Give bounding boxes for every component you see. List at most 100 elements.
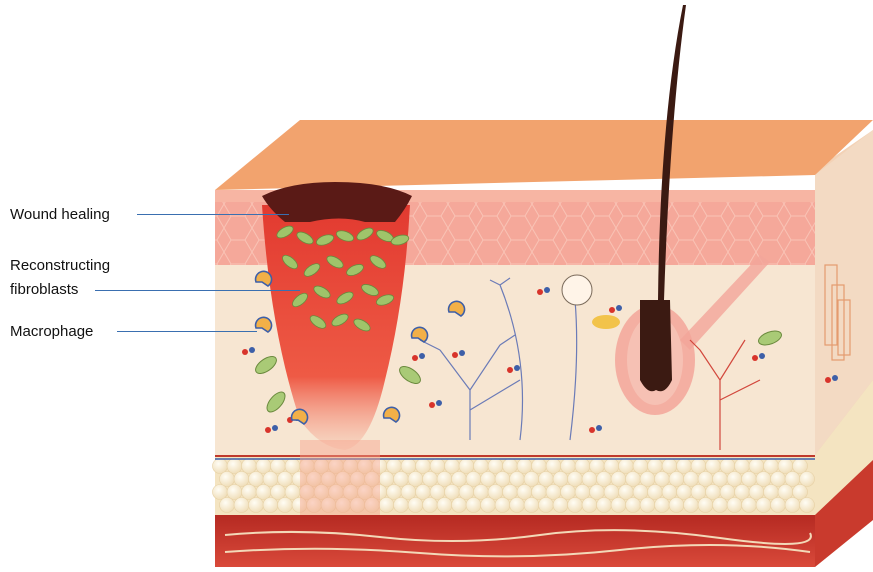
- fat-cell: [408, 498, 423, 513]
- fat-cell: [713, 498, 728, 513]
- fat-cell: [408, 472, 423, 487]
- fat-cell: [285, 459, 300, 474]
- fat-cell: [488, 459, 503, 474]
- fat-cell: [220, 472, 235, 487]
- fat-cell: [220, 498, 235, 513]
- fat-cell: [430, 485, 445, 500]
- fat-cell: [227, 485, 242, 500]
- fat-cell: [213, 485, 228, 500]
- fat-cell: [510, 498, 525, 513]
- fat-cell: [604, 485, 619, 500]
- fat-cell: [764, 459, 779, 474]
- red-blood-cell: [589, 427, 595, 433]
- fat-cell: [669, 498, 684, 513]
- fat-cell: [756, 472, 771, 487]
- fat-cell: [481, 472, 496, 487]
- fat-cell: [582, 498, 597, 513]
- fat-cell: [706, 485, 721, 500]
- fat-cell: [785, 472, 800, 487]
- fat-cell: [611, 472, 626, 487]
- fat-cell: [452, 498, 467, 513]
- fat-cell: [423, 498, 438, 513]
- fat-cell: [582, 472, 597, 487]
- fat-cell: [655, 472, 670, 487]
- fat-cell: [756, 498, 771, 513]
- callout-line-wound-healing: [137, 214, 289, 215]
- fat-cell: [655, 498, 670, 513]
- red-blood-cell: [265, 427, 271, 433]
- wound-scab: [262, 182, 412, 222]
- blue-blood-cell: [272, 425, 278, 431]
- callout-line-macrophage: [117, 331, 257, 332]
- fat-cell: [590, 459, 605, 474]
- fat-cell: [242, 459, 257, 474]
- fat-cell: [706, 459, 721, 474]
- blue-blood-cell: [596, 425, 602, 431]
- fat-cell: [379, 498, 394, 513]
- fat-cell: [575, 485, 590, 500]
- fat-cell: [619, 485, 634, 500]
- red-blood-cell: [752, 355, 758, 361]
- fat-cell: [495, 472, 510, 487]
- red-blood-cell: [537, 289, 543, 295]
- fat-cell: [677, 485, 692, 500]
- fat-cell: [727, 498, 742, 513]
- fat-cell: [394, 472, 409, 487]
- fat-cell: [597, 472, 612, 487]
- fat-cell: [764, 485, 779, 500]
- blue-blood-cell: [759, 353, 765, 359]
- fat-cell: [466, 472, 481, 487]
- fat-cell: [256, 485, 271, 500]
- fat-cell: [430, 459, 445, 474]
- fat-cell: [459, 459, 474, 474]
- fat-cell: [249, 498, 264, 513]
- fat-cell: [778, 459, 793, 474]
- fat-cell: [401, 459, 416, 474]
- fat-cell: [735, 459, 750, 474]
- fat-cell: [234, 498, 249, 513]
- fat-cell: [517, 459, 532, 474]
- fat-cell: [278, 498, 293, 513]
- fat-cell: [735, 485, 750, 500]
- fat-cell: [546, 459, 561, 474]
- blue-blood-cell: [544, 287, 550, 293]
- fat-cell: [387, 485, 402, 500]
- fat-cell: [633, 485, 648, 500]
- fat-cell: [503, 485, 518, 500]
- fat-cell: [568, 498, 583, 513]
- fat-cell: [648, 485, 663, 500]
- label-reconstructing: Reconstructing: [10, 256, 110, 275]
- fat-cell: [474, 485, 489, 500]
- fat-cell: [285, 485, 300, 500]
- epidermis-top-surface: [215, 120, 873, 190]
- fat-cell: [771, 472, 786, 487]
- fat-cell: [626, 498, 641, 513]
- fat-cell: [437, 472, 452, 487]
- fat-cell: [626, 472, 641, 487]
- blue-blood-cell: [832, 375, 838, 381]
- fat-cell: [684, 498, 699, 513]
- fat-cell: [793, 485, 808, 500]
- blue-blood-cell: [459, 350, 465, 356]
- fat-cell: [677, 459, 692, 474]
- fat-cell: [785, 498, 800, 513]
- fat-cell: [669, 472, 684, 487]
- muscle-layer: [215, 515, 815, 567]
- fat-cell: [249, 472, 264, 487]
- fat-cell: [648, 459, 663, 474]
- fat-cell: [575, 459, 590, 474]
- fat-cell: [640, 498, 655, 513]
- fat-cell: [539, 498, 554, 513]
- fat-cell: [466, 498, 481, 513]
- fat-cell: [452, 472, 467, 487]
- fat-cell: [619, 459, 634, 474]
- fat-cell: [561, 485, 576, 500]
- fat-cell: [539, 472, 554, 487]
- red-blood-cell: [825, 377, 831, 383]
- blue-blood-cell: [436, 400, 442, 406]
- fat-cell: [278, 472, 293, 487]
- fat-cell: [713, 472, 728, 487]
- fat-cell: [503, 459, 518, 474]
- fat-cell: [263, 498, 278, 513]
